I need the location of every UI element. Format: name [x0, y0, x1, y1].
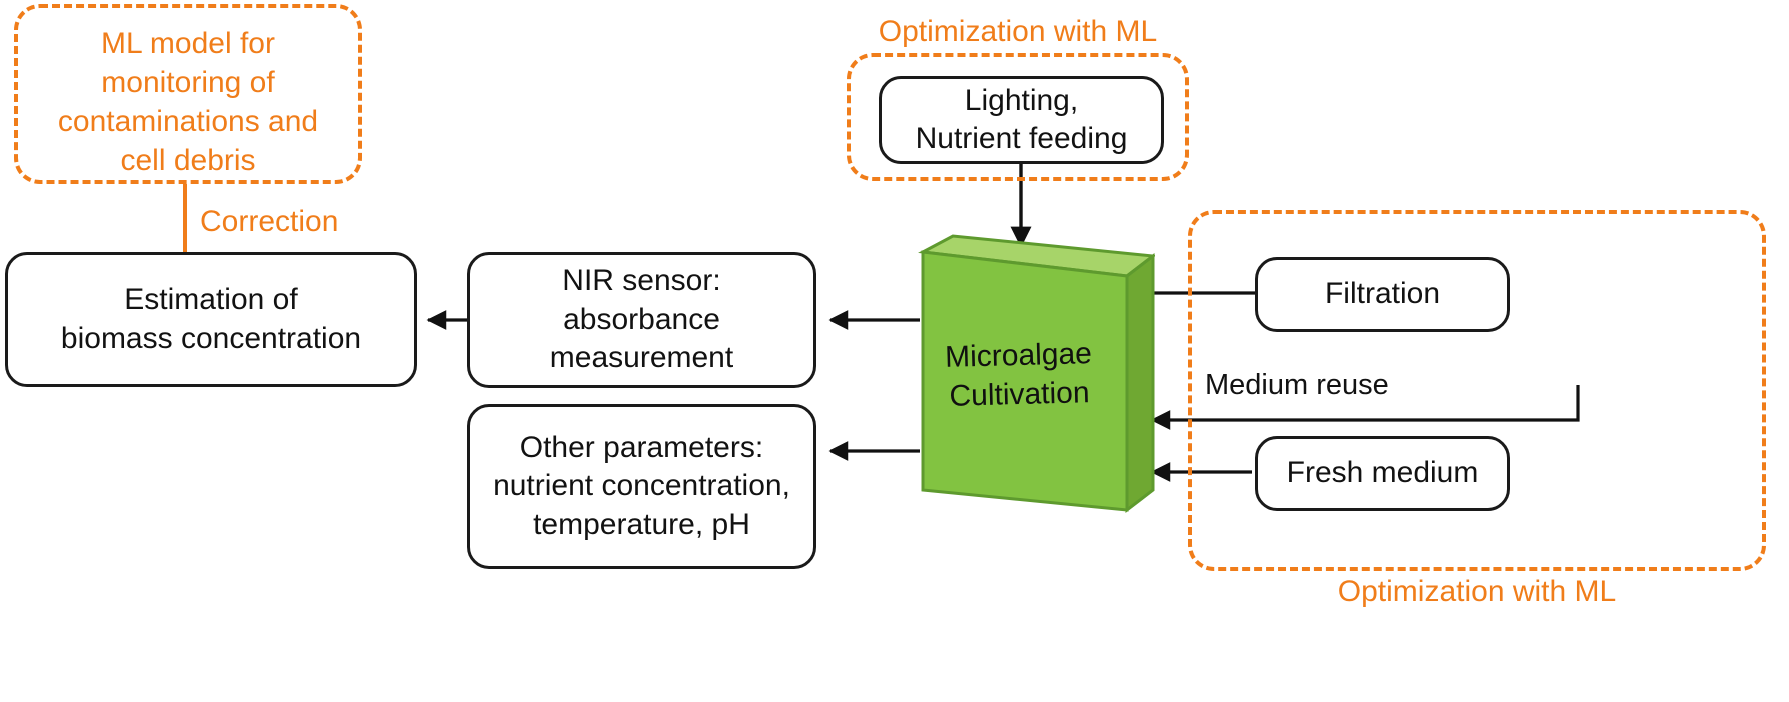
cuboid-front-face: [921, 250, 1129, 512]
node-nir-sensor-label: NIR sensor: absorbance measurement: [549, 264, 734, 375]
cuboid-side-face: [1125, 252, 1155, 514]
group-top-optimization-label: Optimization with ML: [878, 15, 1158, 48]
node-estimation[interactable]: Estimation of biomass concentration: [5, 252, 417, 387]
node-estimation-label: Estimation of biomass concentration: [60, 283, 362, 355]
node-filtration[interactable]: Filtration: [1255, 257, 1510, 332]
edge-correction-label: Correction: [200, 205, 339, 238]
group-ml-model-label: ML model for monitoring of contamination…: [57, 27, 319, 177]
cultivation-label: Microalgae Cultivation: [944, 337, 1093, 413]
node-other-parameters[interactable]: Other parameters: nutrient concentration…: [467, 404, 816, 569]
edge-medium-reuse: [1150, 385, 1580, 430]
group-top-optimization-dashed-box: [847, 53, 1189, 181]
node-nir-sensor[interactable]: NIR sensor: absorbance measurement: [467, 252, 816, 388]
edge-medium-reuse-label: Medium reuse: [1205, 369, 1389, 401]
node-other-parameters-label: Other parameters: nutrient concentration…: [493, 430, 790, 541]
cultivation-cuboid[interactable]: Microalgae Cultivation: [905, 228, 1157, 516]
group-ml-model-dashed-box: [14, 4, 362, 184]
node-lighting-label: Lighting, Nutrient feeding: [915, 83, 1128, 155]
node-lighting-nutrient-feeding[interactable]: Lighting, Nutrient feeding: [879, 76, 1164, 164]
node-fresh-medium-label: Fresh medium: [1286, 456, 1479, 490]
node-filtration-label: Filtration: [1324, 277, 1441, 311]
group-bottom-optimization-dashed-box: [1188, 210, 1766, 571]
node-fresh-medium[interactable]: Fresh medium: [1255, 436, 1510, 511]
group-bottom-optimization-label: Optimization with ML: [1337, 575, 1617, 608]
